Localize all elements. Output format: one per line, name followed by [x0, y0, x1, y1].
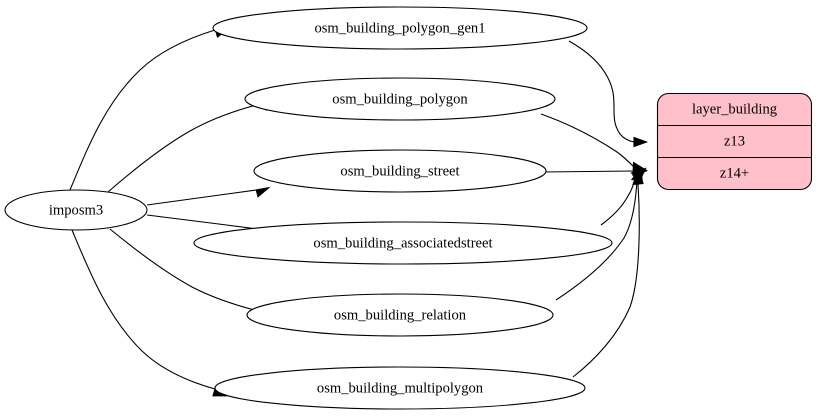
node-osm_building_polygon_gen1-label: osm_building_polygon_gen1	[314, 20, 485, 36]
node-osm_building_multipolygon[interactable]: osm_building_multipolygon	[214, 366, 586, 410]
edge-group-tables-to-layer	[540, 40, 649, 378]
edge-osm_building_polygon-to-layer_building-z14plus	[540, 113, 648, 176]
node-osm_building_relation[interactable]: osm_building_relation	[246, 293, 554, 337]
node-layer_building[interactable]: layer_building z13 z14+	[656, 92, 813, 191]
node-osm_building_polygon_gen1[interactable]: osm_building_polygon_gen1	[212, 6, 588, 50]
layer_building-row-z14plus-label: z14+	[720, 165, 749, 181]
node-osm_building_associatedstreet-label: osm_building_associatedstreet	[313, 235, 492, 251]
node-osm_building_street-label: osm_building_street	[340, 163, 459, 179]
edge-osm_building_multipolygon-to-layer_building-z14plus	[572, 168, 644, 378]
layer_building-title-label: layer_building	[692, 101, 778, 117]
node-osm_building_multipolygon-label: osm_building_multipolygon	[317, 380, 484, 396]
node-imposm3[interactable]: imposm3	[4, 189, 148, 231]
node-osm_building_street[interactable]: osm_building_street	[253, 149, 547, 193]
node-imposm3-label: imposm3	[49, 202, 103, 218]
edge-imposm3-to-osm_building_polygon	[107, 100, 279, 193]
edge-osm_building_street-to-layer_building-z14plus	[542, 164, 648, 178]
node-osm_building_polygon-label: osm_building_polygon	[332, 91, 468, 107]
node-osm_building_associatedstreet[interactable]: osm_building_associatedstreet	[193, 221, 613, 265]
edge-imposm3-to-osm_building_polygon_gen1	[69, 27, 230, 191]
layer_building-background	[656, 92, 813, 191]
node-osm_building_polygon[interactable]: osm_building_polygon	[244, 77, 556, 121]
edge-imposm3-to-osm_building_street	[146, 186, 271, 206]
edge-osm_building_polygon_gen1-to-layer_building-z13	[568, 40, 649, 148]
edge-imposm3-to-osm_building_multipolygon	[71, 229, 228, 397]
layer_building-row-z13-label: z13	[724, 133, 745, 149]
node-osm_building_relation-label: osm_building_relation	[334, 307, 467, 323]
